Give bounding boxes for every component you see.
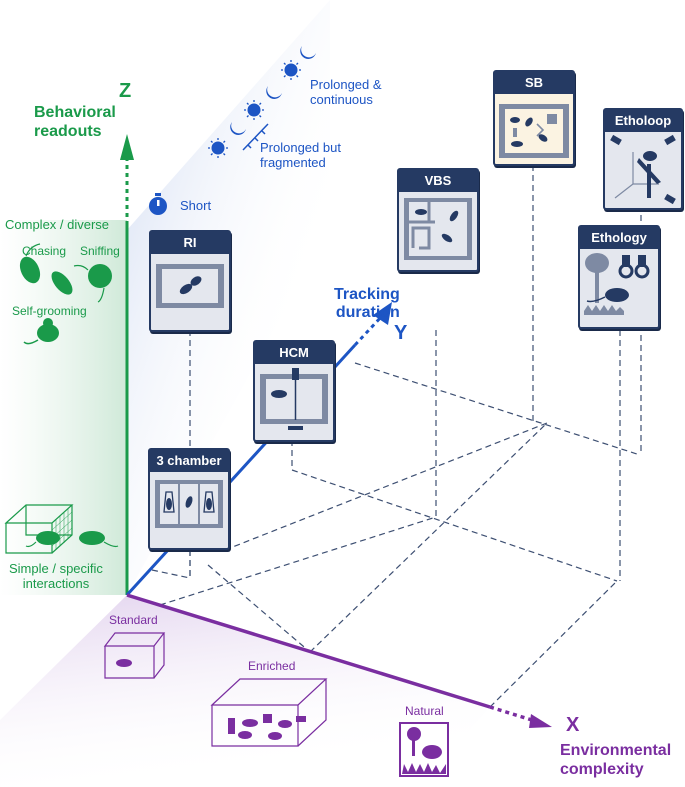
x-level-standard-label: Standard (109, 613, 158, 627)
moon-icon (230, 122, 246, 135)
grid-lines (151, 165, 642, 708)
z-axis-title-line1: Behavioral (34, 104, 116, 121)
three-chamber-icon (150, 472, 228, 548)
natural-habitat-icon (399, 722, 449, 777)
moon-icon (300, 46, 316, 59)
paradigm-card-vbs: VBS (397, 168, 479, 272)
z-level-simple-label: Simple / specific interactions (9, 561, 103, 591)
z-axis-title: Behavioral readouts (34, 103, 116, 141)
z-plane-shade (0, 220, 127, 595)
z-level-complex-label: Complex / diverse (5, 217, 110, 232)
enriched-cage-icon (210, 678, 328, 747)
paradigm-card-ethology: Ethology (578, 225, 660, 329)
etholoop-icon (605, 132, 681, 208)
z-axis-title-line2: readouts (34, 123, 102, 140)
z-item-sniffing: Sniffing (80, 244, 120, 258)
z-item-chasing: Chasing (22, 244, 67, 258)
paradigm-card-title: 3 chamber (150, 450, 228, 472)
z-item-self-grooming: Self-grooming (12, 304, 87, 318)
sniffing-mice-icon (73, 264, 112, 303)
stopwatch-icon (149, 193, 167, 215)
x-axis-letter: X (566, 714, 580, 736)
x-axis-title-line1: Environmental (560, 742, 672, 759)
paradigm-card-etholoop: Etholoop (603, 108, 683, 210)
sun-moon-cycle-icon (208, 46, 316, 158)
paradigm-card-title: Etholoop (605, 110, 681, 132)
y-level-fragmented-label: Prolonged but fragmented (260, 140, 341, 170)
y-level-short-label: Short (180, 198, 212, 213)
paradigm-card-title: Ethology (580, 227, 658, 249)
paradigm-card-hcm: HCM (253, 340, 335, 442)
y-axis-letter: Y (394, 322, 408, 344)
y-level-fragmented-line2: fragmented (260, 155, 326, 170)
z-level-simple-line1: Simple / specific (9, 561, 103, 576)
paradigm-card-title: SB (495, 72, 573, 94)
sun-icon (281, 60, 301, 80)
moon-icon (266, 86, 282, 99)
x-axis-title-line2: complexity (560, 761, 644, 778)
standard-cage-icon (103, 632, 166, 679)
y-level-continuous-line1: Prolonged & (310, 77, 382, 92)
y-level-continuous-line2: continuous (310, 92, 373, 107)
x-axis (126, 593, 552, 728)
vbs-burrow-icon (399, 192, 477, 270)
paradigm-card-sb: SB (493, 70, 575, 166)
two-mice-icon (25, 531, 119, 548)
paradigm-card-title: VBS (399, 170, 477, 192)
x-plane-shade (0, 595, 490, 787)
paradigm-card-title: RI (151, 232, 229, 254)
x-axis-title: Environmental complexity (560, 741, 671, 779)
sun-icon (244, 100, 264, 120)
paradigm-card-ri: RI (149, 230, 231, 332)
hcm-cage-icon (255, 364, 333, 440)
x-level-enriched-label: Enriched (248, 659, 296, 673)
ri-arena-icon (151, 254, 229, 330)
y-axis-title-line1: Tracking (334, 286, 400, 303)
self-grooming-mouse-icon (23, 318, 59, 345)
paradigm-card-three-chamber: 3 chamber (148, 448, 230, 550)
sun-icon (208, 138, 228, 158)
ethology-field-icon (580, 249, 658, 327)
y-axis-title: Tracking duration (334, 286, 400, 322)
sb-seminatural-icon (495, 94, 573, 164)
fragment-ticks-icon (242, 123, 269, 151)
z-axis-letter: Z (119, 80, 132, 102)
chasing-mice-icon (19, 243, 73, 295)
z-level-simple-line2: interactions (22, 576, 90, 591)
y-axis-title-line2: duration (335, 304, 400, 321)
x-level-natural-label: Natural (405, 704, 444, 718)
y-level-continuous-label: Prolonged & continuous (310, 77, 382, 107)
paradigm-card-title: HCM (255, 342, 333, 364)
z-axis (120, 134, 134, 595)
y-level-fragmented-line1: Prolonged but (260, 140, 341, 155)
